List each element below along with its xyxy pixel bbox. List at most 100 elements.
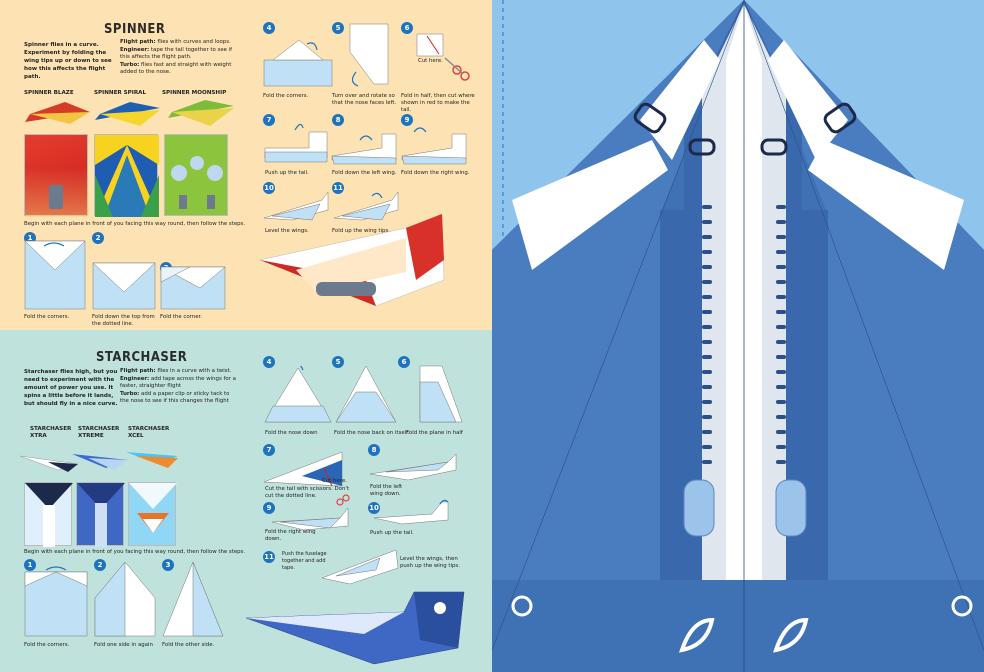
starchaser-step9-diagram <box>271 507 349 531</box>
step-caption: Fold the other side. <box>162 642 215 648</box>
flight-path-label: Flight path: <box>120 368 156 374</box>
plane-template-artwork <box>492 0 984 672</box>
spinner-title: SPINNER <box>104 22 166 37</box>
step-number: 11 <box>332 182 344 194</box>
step-number: 9 <box>263 502 275 514</box>
starchaser-xcel-sheet <box>128 482 177 546</box>
spinner-step7-diagram <box>264 123 328 163</box>
spinner-blaze-sheet <box>24 134 89 217</box>
spinner-begin-text: Begin with each plane in front of you fa… <box>24 221 246 227</box>
spinner-step5-diagram <box>349 23 389 87</box>
starchaser-step5-diagram <box>335 365 397 423</box>
step-caption: Fold the nose down <box>265 430 318 436</box>
step-caption: Fold down the top from the dotted line. <box>92 314 155 327</box>
cut-here-label: Cut here. <box>418 58 443 64</box>
starchaser-specs: Flight path: flies in a curve with a twi… <box>120 368 240 406</box>
flight-path-text: flies with curves and loops. <box>157 39 231 45</box>
spinner-step4-diagram <box>263 39 333 87</box>
step-caption: Turn over and rotate so that the nose fa… <box>332 93 397 106</box>
step-number: 9 <box>401 114 413 126</box>
starchaser-finished-plane-image <box>245 591 465 665</box>
spinner-intro: Spinner flies in a curve. Experiment by … <box>24 42 112 80</box>
spinner-step11-diagram <box>333 191 399 221</box>
starchaser-planes-image <box>19 452 178 472</box>
step-caption: Fold the corners. <box>24 642 70 648</box>
step-number: 3 <box>162 559 174 571</box>
step-caption: Fold down the left wing. <box>332 170 397 176</box>
step-number: 10 <box>368 502 380 514</box>
step-caption: Push up the tail. <box>265 170 309 176</box>
starchaser-step1-diagram <box>24 566 88 637</box>
engineer-text: add tape across the wings for a faster, … <box>120 375 236 390</box>
spinner-moonship-sheet <box>164 134 228 216</box>
turbo-text: flies fast and straight with weight adde… <box>120 61 232 76</box>
turbo-label: Turbo: <box>120 61 140 68</box>
variant-label: STARCHASER XCEL <box>128 426 170 439</box>
step-number: 6 <box>401 22 413 34</box>
spinner-step9-diagram <box>401 127 467 165</box>
step-number: 8 <box>332 114 344 126</box>
starchaser-xtra-sheet <box>24 482 73 547</box>
step-number: 2 <box>92 232 104 244</box>
spinner-step1-diagram <box>24 240 86 310</box>
spinner-step6-diagram <box>416 33 470 81</box>
instruction-page: SPINNER Spinner flies in a curve. Experi… <box>0 0 492 672</box>
plane-template-page <box>492 0 984 672</box>
turbo-text: add a paper clip or sticky tack to the n… <box>120 390 230 405</box>
step-caption: Fold one side in again <box>94 642 153 648</box>
engineer-label: Engineer: <box>120 46 150 53</box>
step-number: 11 <box>263 551 275 563</box>
starchaser-step8-diagram <box>369 453 457 481</box>
starchaser-step7-diagram <box>263 451 350 506</box>
step-number: 6 <box>398 356 410 368</box>
starchaser-xtreme-sheet <box>76 482 125 547</box>
cut-here-label: Cut here. <box>322 478 347 484</box>
spinner-step8-diagram <box>331 133 397 165</box>
variant-label: STARCHASER XTRA <box>30 426 72 439</box>
variant-label: SPINNER SPIRAL <box>94 90 147 96</box>
step-caption: Fold the left wing down. <box>370 484 403 497</box>
starchaser-step3-diagram <box>162 561 224 637</box>
starchaser-section: STARCHASER Starchaser flies high, but yo… <box>0 330 492 672</box>
step-caption: Fold the right wing down. <box>265 529 316 542</box>
step-caption: Push up the tail. <box>370 530 414 536</box>
step-number: 10 <box>263 182 275 194</box>
step-caption: Fold the corner. <box>160 314 202 320</box>
step-caption: Fold up the wing tips. <box>332 228 390 234</box>
step-number: 5 <box>332 22 344 34</box>
spinner-step2-diagram <box>92 262 156 310</box>
step-caption: Level the wings, then push up the wing t… <box>400 556 460 569</box>
turbo-label: Turbo: <box>120 390 140 397</box>
step-number: 4 <box>263 22 275 34</box>
starchaser-step11-diagram <box>321 549 399 585</box>
engineer-label: Engineer: <box>120 375 150 382</box>
step-caption: Fold the corners. <box>24 314 70 320</box>
spinner-step3-diagram <box>160 266 226 310</box>
step-caption: Fold the corners. <box>263 93 309 99</box>
starchaser-step10-diagram <box>373 499 449 525</box>
spinner-specs: Flight path: flies with curves and loops… <box>120 39 238 77</box>
variant-label: STARCHASER XTREME <box>78 426 120 439</box>
flight-path-text: flies in a curve with a twist. <box>157 368 232 374</box>
step-number: 4 <box>263 356 275 368</box>
step-caption: Level the wings. <box>265 228 309 234</box>
step-number: 2 <box>94 559 106 571</box>
starchaser-step4-diagram <box>264 366 332 423</box>
flight-path-label: Flight path: <box>120 39 156 45</box>
step-number: 7 <box>263 444 275 456</box>
spinner-spiral-sheet <box>94 134 159 217</box>
starchaser-step2-diagram <box>94 561 156 637</box>
step-number: 8 <box>368 444 380 456</box>
step-number: 5 <box>332 356 344 368</box>
starchaser-begin-text: Begin with each plane in front of you fa… <box>24 549 246 555</box>
step-caption: Fold the nose back on itself. <box>334 430 410 436</box>
spinner-planes-image <box>25 100 234 126</box>
starchaser-step6-diagram <box>419 365 463 423</box>
spinner-step10-diagram <box>263 191 329 221</box>
engineer-text: tape the tail together to see if this af… <box>120 46 233 61</box>
variant-label: SPINNER MOONSHIP <box>162 90 227 96</box>
step-caption: Fold in half, then cut where shown in re… <box>401 93 475 113</box>
step-caption: Cut the tail with scissors. Don't cut th… <box>265 486 349 499</box>
starchaser-intro: Starchaser flies high, but you need to e… <box>24 369 118 407</box>
step-number: 7 <box>263 114 275 126</box>
